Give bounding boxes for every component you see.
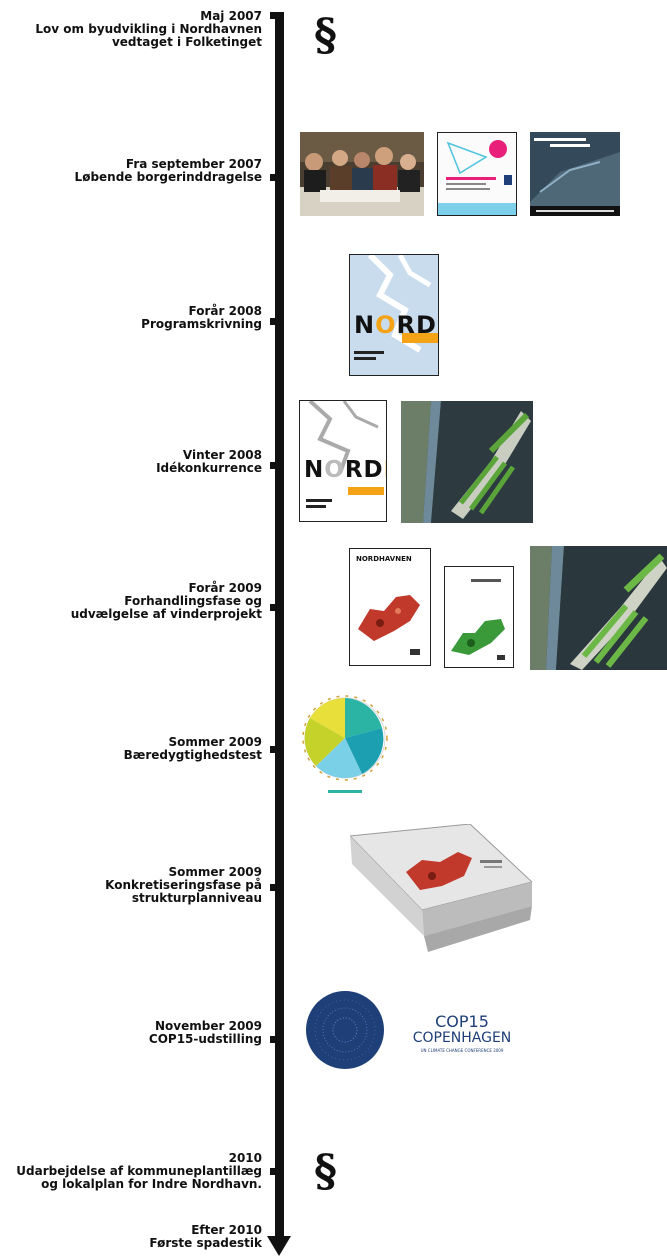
poster-word-ha: HA xyxy=(384,457,386,483)
event-text: Programskrivning xyxy=(141,317,262,331)
event-date: 2010 xyxy=(228,1151,262,1165)
event-label-sep-2007: Fra september 2007 Løbende borgerinddrag… xyxy=(75,158,262,184)
event-text: COP15-udstilling xyxy=(148,1032,262,1046)
cop15-city: COPENHAGEN xyxy=(412,1030,512,1046)
section-sign-icon: § xyxy=(314,1146,338,1197)
timeline-tick xyxy=(270,746,280,753)
event-text: og lokalplan for Indre Nordhavn. xyxy=(41,1177,262,1191)
meeting-photo xyxy=(300,132,424,216)
event-label-sommer-2009-b: Sommer 2009 Konkretiseringsfase på struk… xyxy=(105,866,262,905)
timeline-tick xyxy=(270,462,280,469)
event-date: Forår 2008 xyxy=(188,304,262,318)
timeline-tick xyxy=(270,1168,280,1175)
event-date: Vinter 2008 xyxy=(182,448,262,462)
event-label-sommer-2009-a: Sommer 2009 Bæredygtighedstest xyxy=(124,736,262,762)
event-date: Sommer 2009 xyxy=(168,865,262,879)
event-label-vinter-2008: Vinter 2008 Idékonkurrence xyxy=(156,449,262,475)
event-label-foraar-2009: Forår 2009 Forhandlingsfase og udvælgels… xyxy=(71,582,262,621)
event-text: Udarbejdelse af kommuneplantillæg xyxy=(16,1164,262,1178)
cop15-subtitle: UN CLIMATE CHANGE CONFERENCE 2009 xyxy=(420,1048,504,1053)
event-text: Bæredygtighedstest xyxy=(123,748,262,762)
event-label-nov-2009: November 2009 COP15-udstilling xyxy=(149,1020,262,1046)
event-date: Sommer 2009 xyxy=(168,735,262,749)
event-label-2010: 2010 Udarbejdelse af kommuneplantillæg o… xyxy=(16,1152,262,1191)
event-text: strukturplanniveau xyxy=(131,891,262,905)
event-text: Første spadestik xyxy=(149,1236,262,1250)
event-date: Forår 2009 xyxy=(188,581,262,595)
timeline-tick xyxy=(270,12,280,19)
planning-binder-image xyxy=(350,824,532,964)
nordhavn-program-poster: NORDHA xyxy=(349,254,439,376)
report-cover-red: NORDHAVNEN xyxy=(349,548,431,666)
report-cover-green xyxy=(444,566,514,668)
poster-word-o: O xyxy=(375,311,397,339)
brochure-cover xyxy=(437,132,517,216)
timeline-tick xyxy=(270,1036,280,1043)
event-date: November 2009 xyxy=(155,1019,262,1033)
section-sign-icon: § xyxy=(314,10,338,61)
aerial-render-image xyxy=(530,546,667,670)
event-text: vedtaget i Folketinget xyxy=(111,35,262,49)
event-text: Løbende borgerinddragelse xyxy=(74,170,262,184)
poster-word-n: N xyxy=(304,457,325,483)
competition-poster: NORDHA xyxy=(299,400,387,522)
report-title: NORDHAVNEN xyxy=(356,555,412,563)
brochure-map-cover xyxy=(530,132,620,216)
poster-word-o: O xyxy=(324,457,345,483)
timeline-tick xyxy=(270,174,280,181)
poster-word-n: N xyxy=(354,311,376,339)
event-date: Efter 2010 xyxy=(191,1223,262,1237)
event-date: Fra september 2007 xyxy=(125,157,262,171)
event-text: Lov om byudvikling i Nordhavnen xyxy=(35,22,262,36)
sustainability-diagram xyxy=(300,690,390,800)
event-text: Konkretiseringsfase på xyxy=(105,878,262,892)
timeline-tick xyxy=(270,884,280,891)
timeline-axis xyxy=(275,12,284,1240)
event-text: Idékonkurrence xyxy=(156,461,262,475)
event-label-maj-2007: Maj 2007 Lov om byudvikling i Nordhavnen… xyxy=(35,10,262,49)
event-date: Maj 2007 xyxy=(200,9,262,23)
cop15-title: COP15 xyxy=(435,1012,489,1031)
aerial-render-image xyxy=(401,401,533,523)
event-label-efter-2010: Efter 2010 Første spadestik xyxy=(149,1224,262,1250)
event-text: Forhandlingsfase og xyxy=(124,594,262,608)
event-text: udvælgelse af vinderprojekt xyxy=(70,607,262,621)
timeline-tick xyxy=(270,318,280,325)
timeline-tick xyxy=(270,604,280,611)
poster-word-rd: RD xyxy=(396,311,437,339)
event-label-foraar-2008: Forår 2008 Programskrivning xyxy=(141,305,262,331)
timeline-arrow-down-icon xyxy=(267,1236,291,1256)
cop15-logo-globe xyxy=(305,990,385,1070)
poster-word-ha: HA xyxy=(437,311,438,339)
poster-word-rd: RD xyxy=(344,457,384,483)
